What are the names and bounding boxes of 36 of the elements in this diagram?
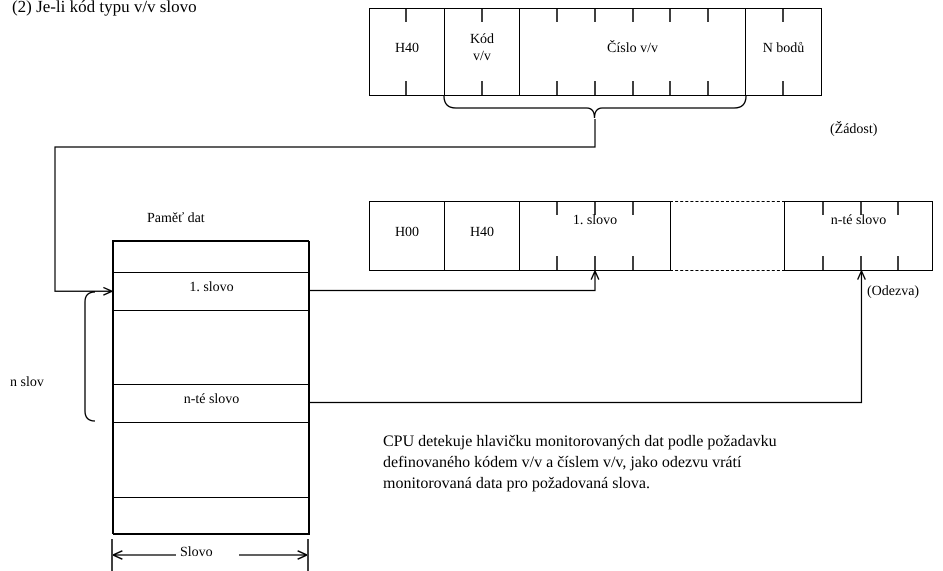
cell-label: N bodů <box>762 40 804 58</box>
omitted-cell <box>670 201 785 271</box>
memory-heading: Paměť dat <box>147 211 205 227</box>
cell-label: 1. slovo <box>189 280 234 297</box>
memory-row <box>113 241 310 273</box>
memory-row <box>113 272 310 311</box>
cell-label: H40 <box>470 224 494 242</box>
cell-label: Číslo v/v <box>607 40 658 58</box>
field-cell <box>519 8 746 96</box>
connector-arrow <box>54 119 596 296</box>
cell-label: H40 <box>394 40 420 58</box>
field-cell <box>745 8 822 96</box>
connector-arrow <box>309 270 600 292</box>
field-cell <box>444 8 520 96</box>
memory-row <box>113 310 310 385</box>
memory-row <box>113 497 310 535</box>
group-label: n slov <box>10 375 44 391</box>
cell-label: n-té slovo <box>184 392 240 409</box>
cell-label: n-té slovo <box>830 213 888 230</box>
heading: (2) Je-li kód typu v/v slovo <box>12 0 197 17</box>
field-cell <box>784 201 933 271</box>
dimension-label: Slovo <box>180 545 213 561</box>
cell-label: Kód v/v <box>468 32 496 66</box>
note-text: CPU detekuje hlavičku monitorovaných dat podle požadavku definovaného kódem v/v a číslem v/v, jako odezvu vrátí monitorovaná data pro požadovaná slova. <box>383 432 778 494</box>
record-caption: (Žádost) <box>830 122 878 138</box>
connector-arrow <box>309 270 866 404</box>
brace <box>443 96 747 119</box>
field-cell <box>519 201 671 271</box>
field-cell <box>369 8 445 96</box>
record-caption: (Odezva) <box>867 284 920 300</box>
memory-row <box>113 422 310 498</box>
cell-label: 1. slovo <box>572 213 618 230</box>
field-cell <box>369 201 445 271</box>
cell-label: H00 <box>394 224 420 242</box>
field-cell <box>444 201 520 271</box>
memory-row <box>113 384 310 423</box>
